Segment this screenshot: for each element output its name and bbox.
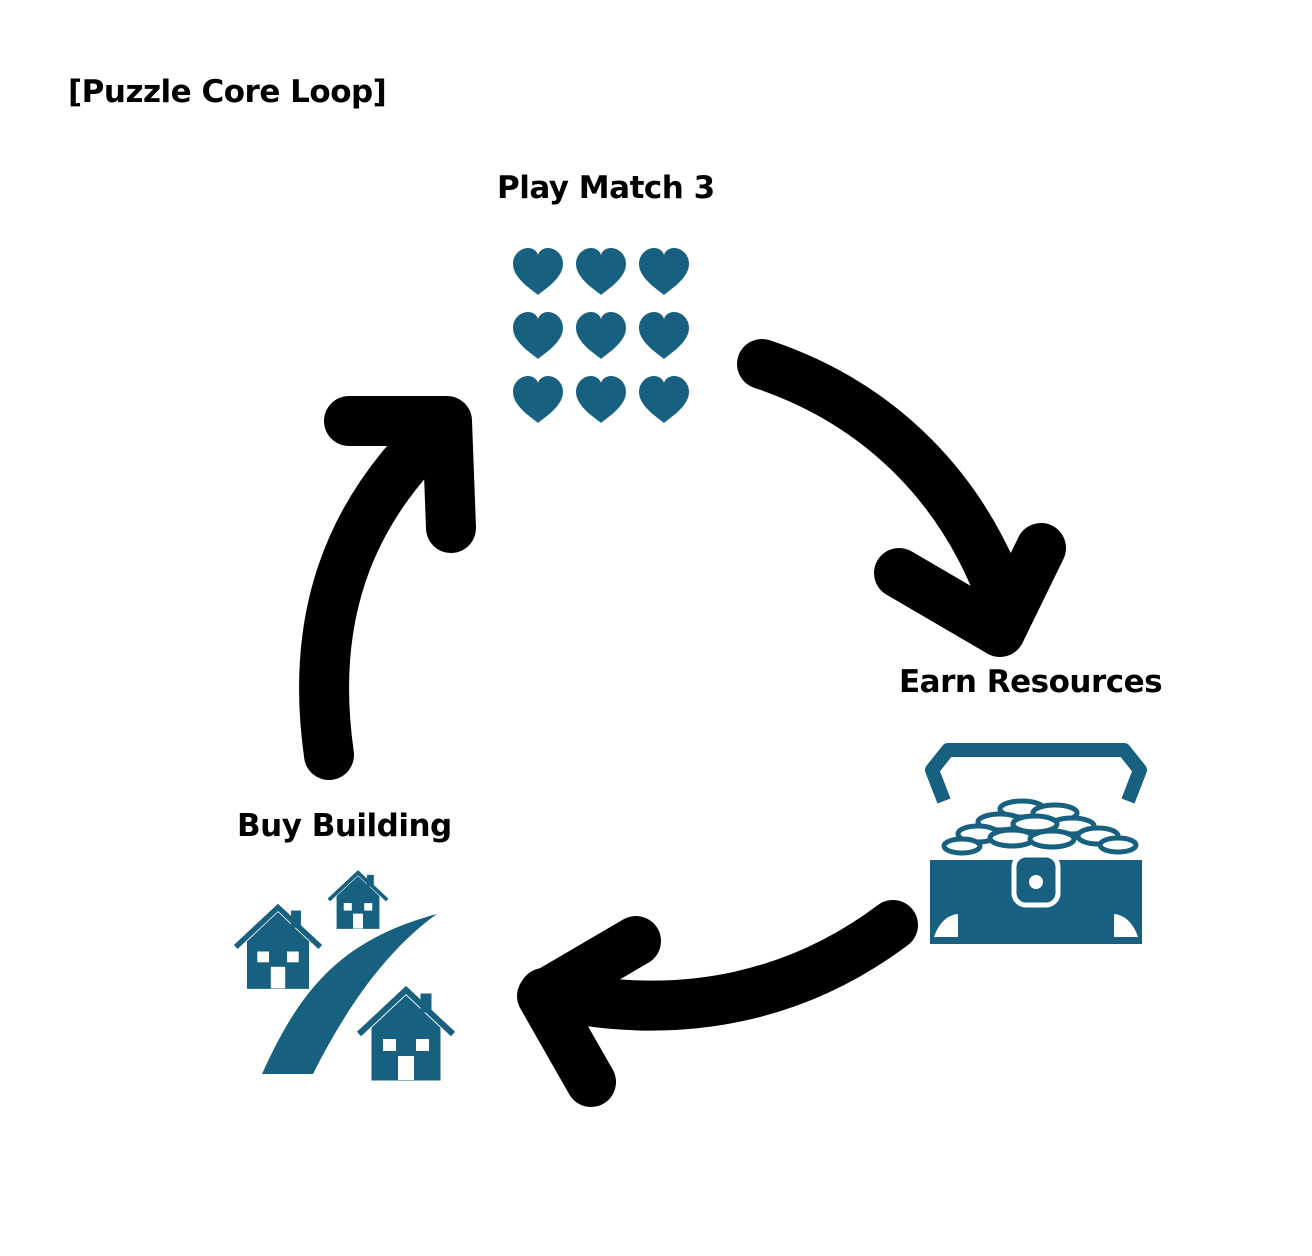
house-icon (236, 907, 321, 988)
arrow-earn-to-buy (517, 900, 918, 1107)
heart-icon (576, 312, 626, 359)
coins (941, 798, 1139, 856)
hearts-grid-icon (513, 248, 689, 423)
heart-icon (639, 312, 689, 359)
step-label-earn-resources: Earn Resources (899, 664, 1163, 700)
heart-icon (639, 248, 689, 295)
road-shape (262, 914, 437, 1074)
step-label-buy-building: Buy Building (237, 808, 452, 844)
diagram-title: [Puzzle Core Loop] (68, 74, 387, 110)
loop-arrows (299, 339, 1066, 1107)
arrow-play-to-earn (737, 339, 1066, 657)
house-icon (326, 870, 390, 931)
heart-icon (639, 376, 689, 423)
house-icon (359, 990, 453, 1080)
heart-icon (513, 376, 563, 423)
step-label-play-match-3: Play Match 3 (497, 170, 715, 206)
heart-icon (513, 312, 563, 359)
houses-road-icon (236, 870, 453, 1080)
heart-icon (513, 248, 563, 295)
arrow-buy-to-play (299, 396, 476, 780)
heart-icon (576, 248, 626, 295)
treasure-chest-icon (925, 743, 1147, 944)
heart-icon (576, 376, 626, 423)
